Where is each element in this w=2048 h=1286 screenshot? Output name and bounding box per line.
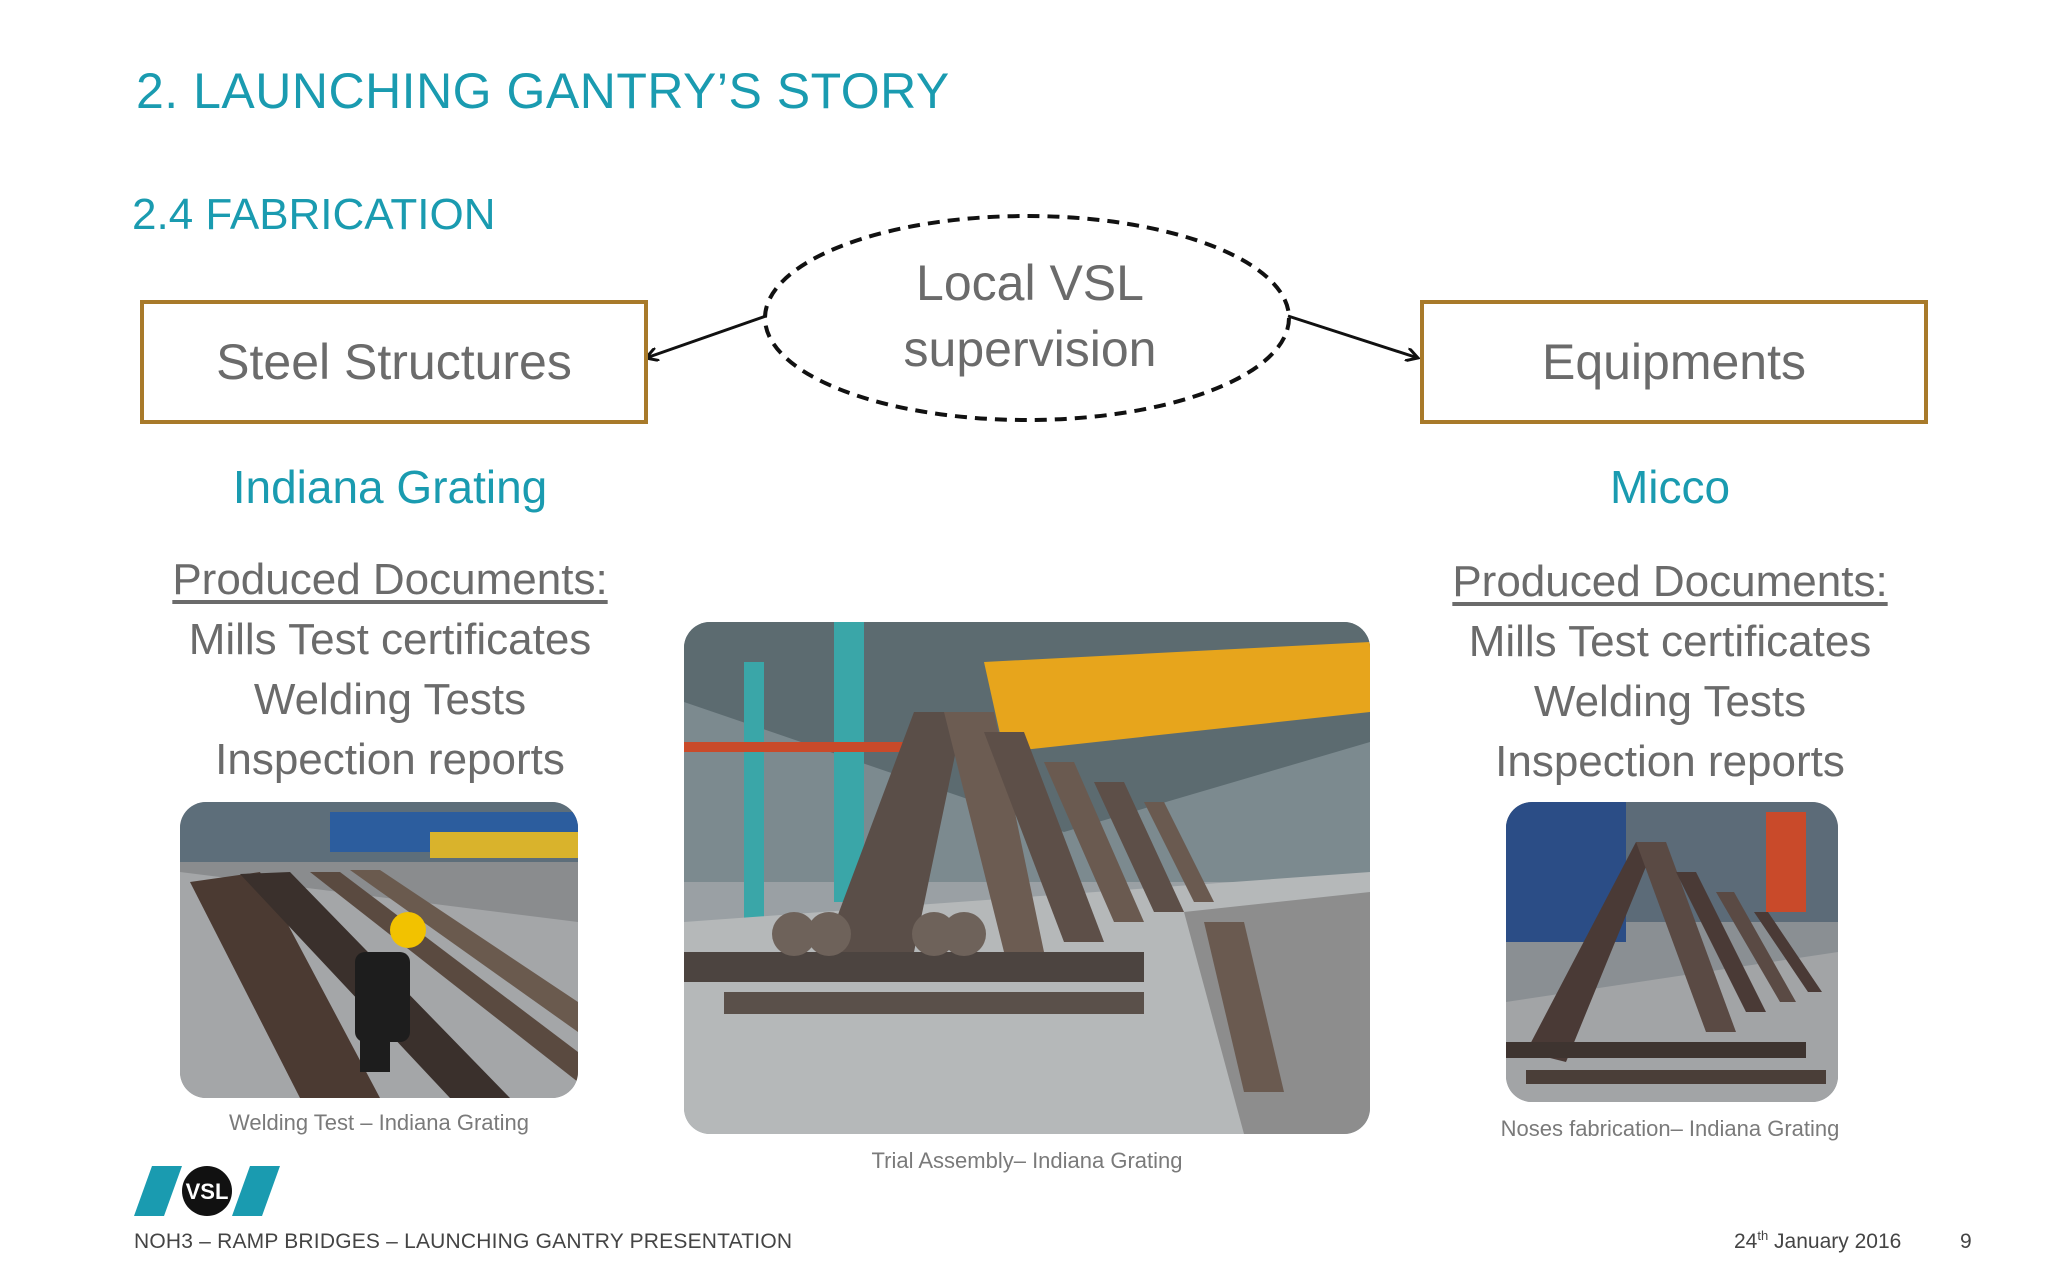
- footer-date-day: 24: [1734, 1230, 1758, 1253]
- welding-test-photo: [180, 802, 578, 1098]
- equipments-box: Equipments: [1420, 300, 1928, 424]
- arrow-to-equipments: [1287, 314, 1418, 358]
- noses-fabrication-photo: [1506, 802, 1838, 1102]
- slide-title: 2. LAUNCHING GANTRY’S STORY: [136, 63, 950, 119]
- supervision-diagram: [0, 214, 2048, 422]
- arrow-to-steel-structures: [646, 314, 767, 358]
- page-number: 9: [1960, 1230, 1972, 1253]
- steel-structures-box: Steel Structures: [140, 300, 648, 424]
- vsl-logo-text: VSL: [186, 1179, 229, 1204]
- right-doc-item: Welding Tests: [1533, 677, 1807, 726]
- footer-presentation-title: NOH3 – RAMP BRIDGES – LAUNCHING GANTRY P…: [134, 1230, 793, 1253]
- right-docs-heading: Produced Documents:: [1452, 557, 1888, 606]
- left-company-name: Indiana Grating: [232, 461, 548, 513]
- trial-assembly-caption: Trial Assembly– Indiana Grating: [871, 1148, 1183, 1173]
- right-doc-item: Inspection reports: [1495, 737, 1845, 786]
- left-doc-item: Mills Test certificates: [188, 615, 592, 664]
- vsl-logo: VSL: [134, 1166, 280, 1216]
- footer-date-suffix: th: [1757, 1228, 1769, 1243]
- section-subtitle: 2.4 FABRICATION: [132, 190, 496, 239]
- welding-test-caption: Welding Test – Indiana Grating: [228, 1110, 530, 1135]
- left-produced-documents: Produced Documents: Mills Test certifica…: [110, 550, 670, 790]
- left-docs-heading: Produced Documents:: [172, 555, 608, 604]
- right-company-name: Micco: [1609, 461, 1731, 513]
- supervision-line-2: supervision: [903, 321, 1157, 377]
- footer-date: 24th January 2016: [1734, 1228, 1901, 1254]
- right-produced-documents: Produced Documents: Mills Test certifica…: [1390, 552, 1950, 792]
- right-doc-item: Mills Test certificates: [1468, 617, 1872, 666]
- left-doc-item: Welding Tests: [253, 675, 527, 724]
- supervision-line-1: Local VSL: [916, 255, 1144, 311]
- supervision-ellipse: [763, 214, 1291, 422]
- left-doc-item: Inspection reports: [215, 735, 565, 784]
- trial-assembly-photo: [684, 622, 1370, 1134]
- supervision-label: Local VSL supervision: [830, 250, 1230, 382]
- noses-fabrication-caption: Noses fabrication– Indiana Grating: [1500, 1116, 1840, 1141]
- footer-date-rest: January 2016: [1768, 1230, 1902, 1253]
